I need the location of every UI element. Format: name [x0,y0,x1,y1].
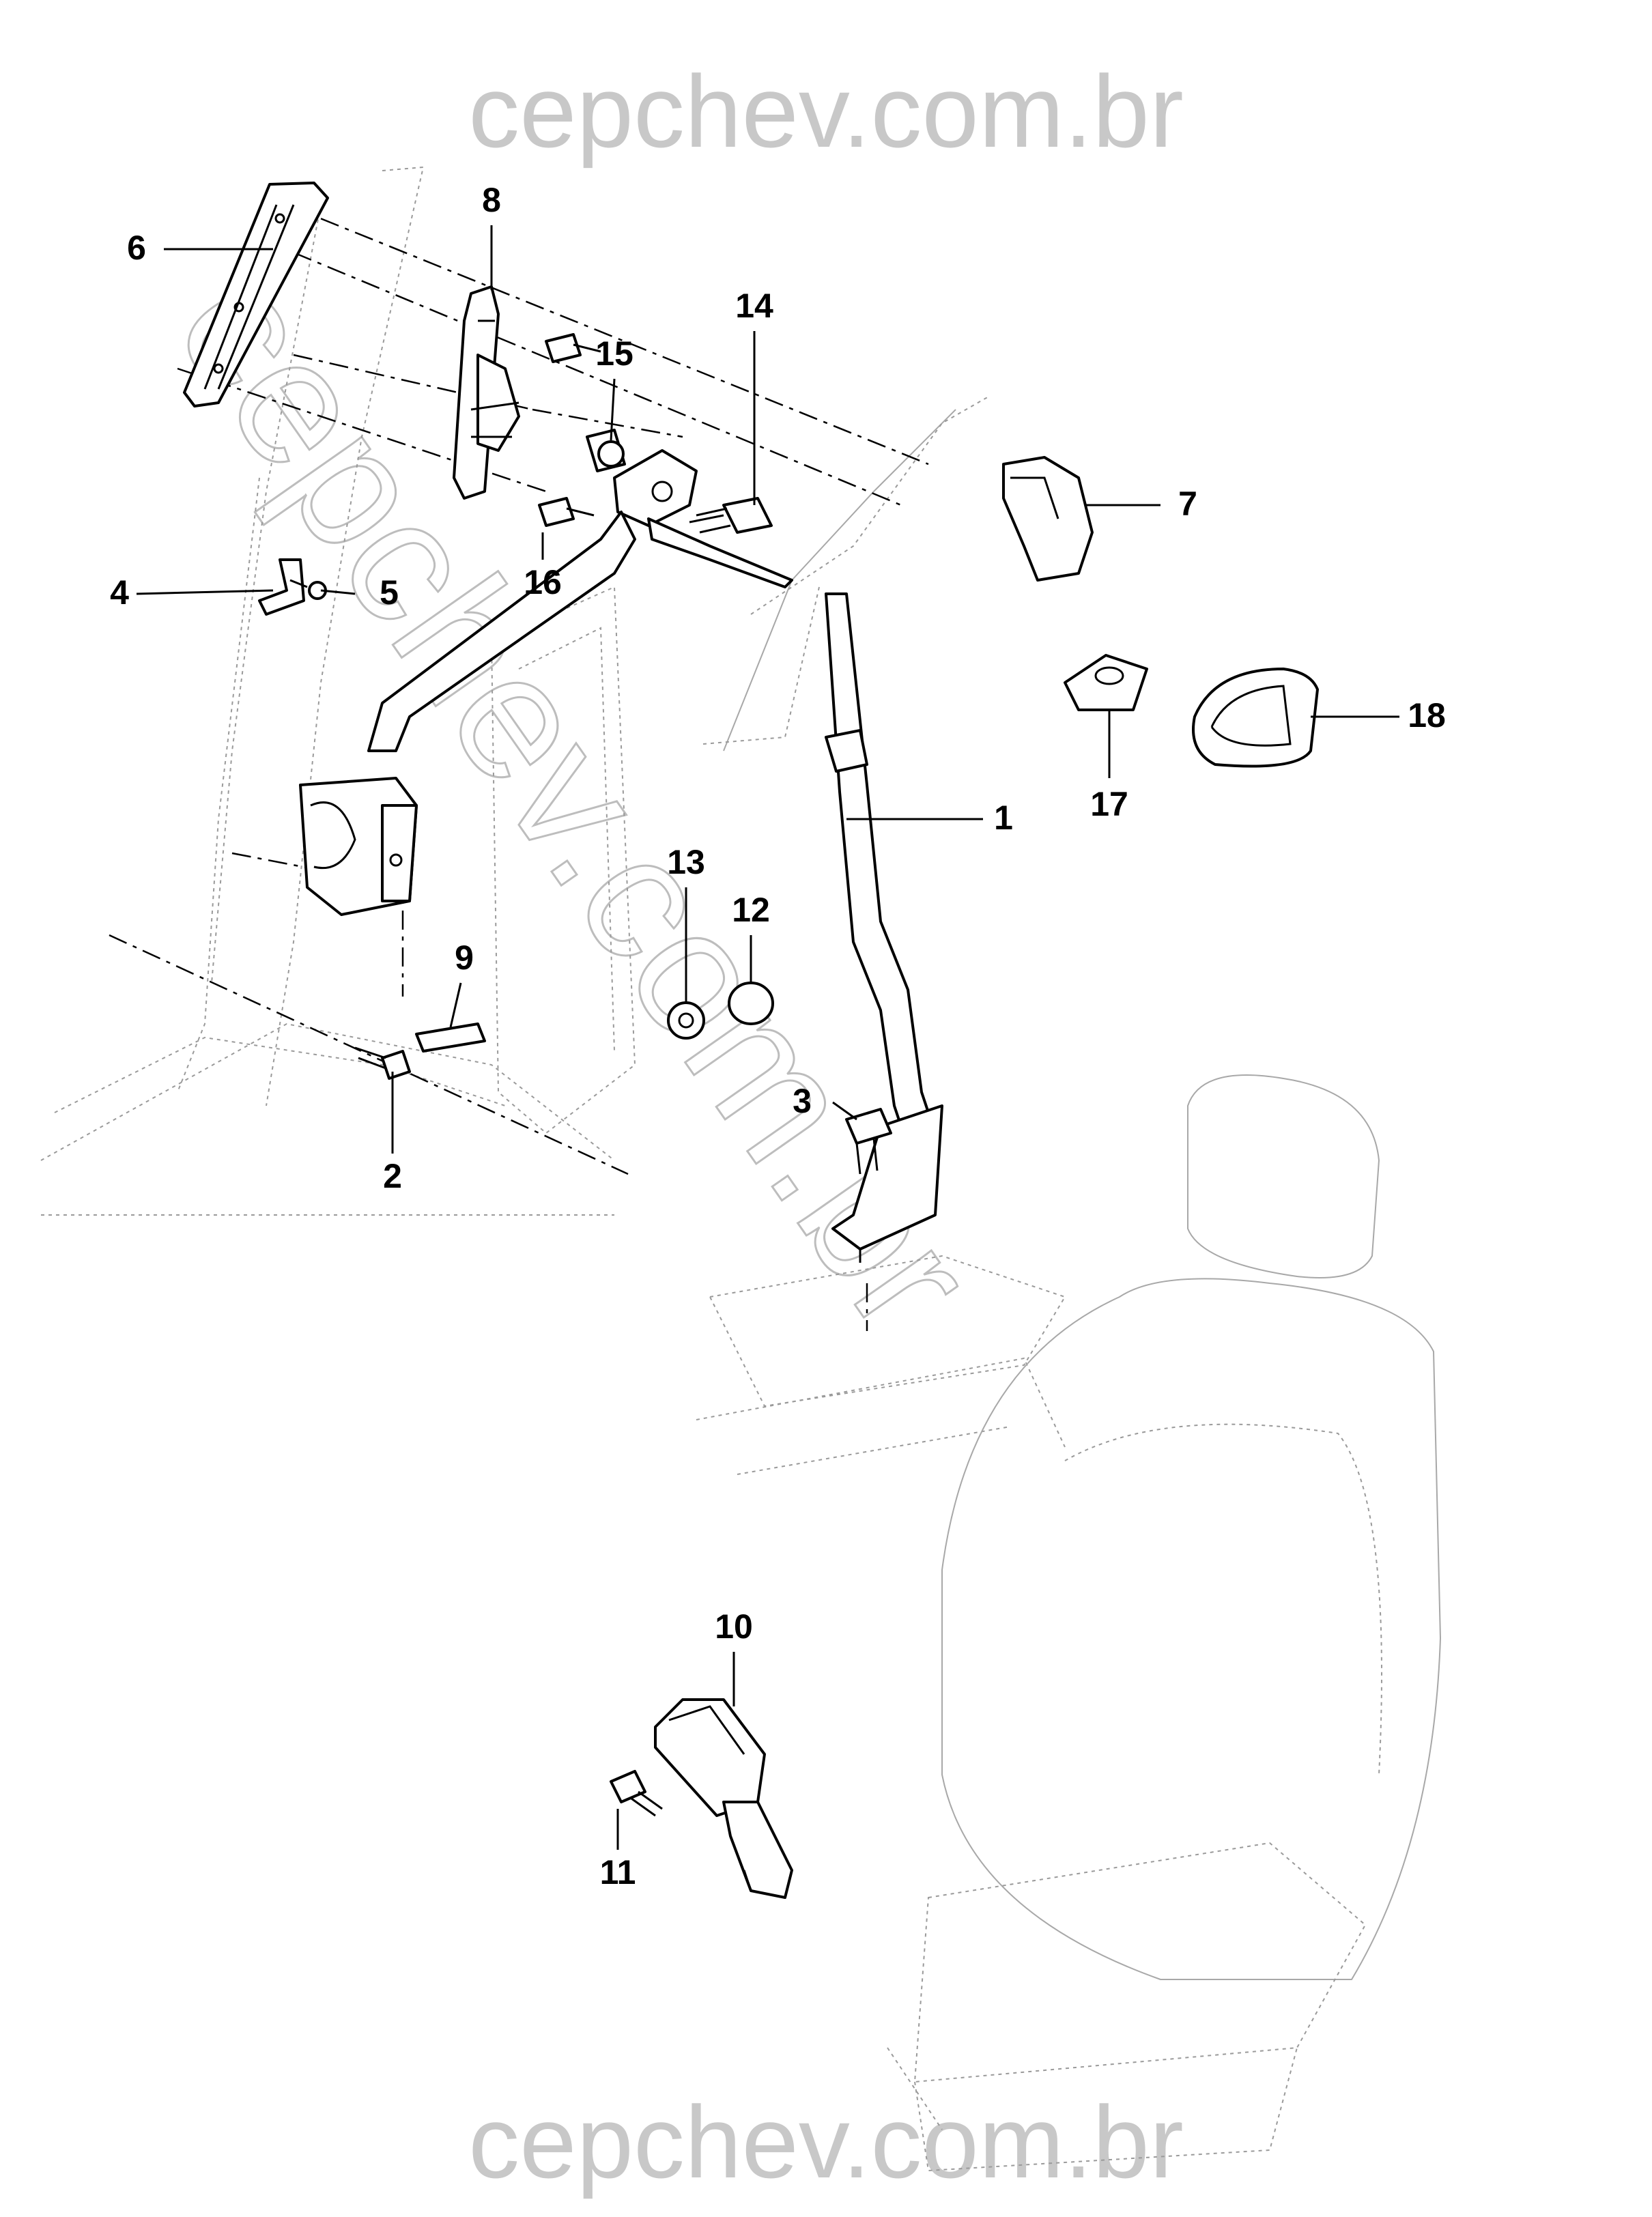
part-11-bolt [610,1770,663,1817]
callout-14: 14 [735,287,773,325]
callout-2: 2 [383,1157,402,1195]
part-3-bolt [845,1108,892,1175]
watermark-bottom: cepchev.com.br [468,2085,1184,2199]
callout-5: 5 [380,573,399,612]
part-15-spacer [586,429,626,472]
callout-15: 15 [595,334,633,373]
callout-8: 8 [482,181,501,219]
part-10-buckle [654,1698,793,1899]
callout-6: 6 [127,229,146,267]
part-7-cover [1002,456,1094,582]
callout-17: 17 [1090,785,1128,823]
part-2-bolt [354,1046,411,1080]
part-8-height-adjuster [453,285,520,500]
leader-lines [136,225,1399,1850]
callout-3: 3 [793,1082,812,1120]
callout-16: 16 [524,563,562,601]
part-18-belt-guide [1192,668,1319,768]
part-6-trim-strip [183,182,329,407]
callout-12: 12 [732,891,770,929]
callout-11: 11 [600,1853,636,1891]
part-14-anchor-bolt [689,497,773,534]
part-16-bolt-lower [538,497,595,527]
callout-18: 18 [1408,696,1446,734]
part-1-seat-belt-assembly [299,449,943,1263]
callout-7: 7 [1178,485,1197,523]
part-16-bolt-upper [545,333,601,363]
callout-4: 4 [110,573,129,612]
callout-9: 9 [455,939,474,977]
callout-labels: 1 2 3 4 5 6 7 8 9 10 11 12 13 14 15 16 1… [110,181,1446,1891]
watermark-top: cepchev.com.br [468,54,1184,169]
part-9-pin [415,1022,486,1053]
part-4-bracket-clip [258,558,305,616]
callout-13: 13 [667,843,705,881]
part-12-cap [728,982,774,1025]
part-17-clip [1064,654,1148,711]
callout-10: 10 [715,1607,753,1646]
vehicle-body-outline [40,166,1066,1475]
callout-1: 1 [994,799,1013,837]
part-13-nut [667,1001,705,1040]
seat-outline [887,1074,1442,2172]
